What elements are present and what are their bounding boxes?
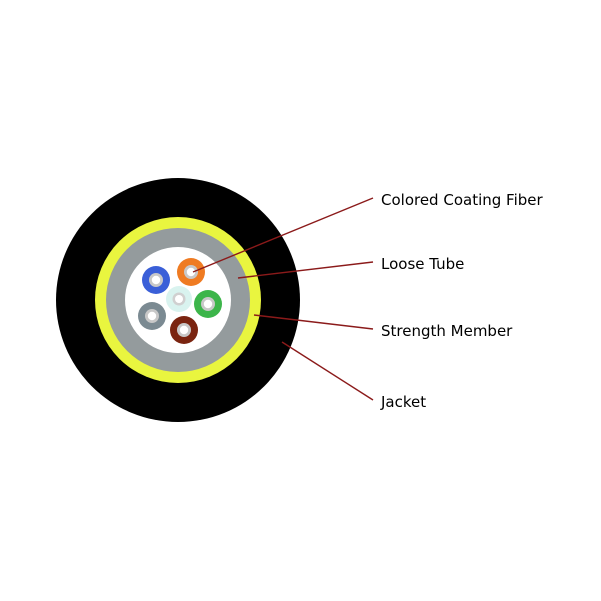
label-loose-tube: Loose Tube	[381, 255, 464, 273]
leader-lines	[192, 197, 374, 401]
label-jacket: Jacket	[380, 393, 426, 411]
leader-line-loose-tube	[237, 261, 374, 279]
cable-cross-section	[56, 178, 300, 422]
fiber-orange	[177, 258, 205, 286]
fiber-blue	[142, 266, 170, 294]
fiber-brown	[170, 316, 198, 344]
leader-line-colored-coating-fiber	[192, 197, 374, 273]
central-member	[166, 286, 192, 312]
label-strength-member: Strength Member	[381, 322, 513, 340]
leader-line-jacket	[281, 341, 374, 401]
fiber-gray	[138, 302, 166, 330]
callout-labels: Colored Coating Fiber Loose Tube Strengt…	[380, 191, 543, 411]
label-colored-coating-fiber: Colored Coating Fiber	[381, 191, 543, 209]
fiber-green	[194, 290, 222, 318]
leader-line-strength-member	[253, 314, 374, 330]
